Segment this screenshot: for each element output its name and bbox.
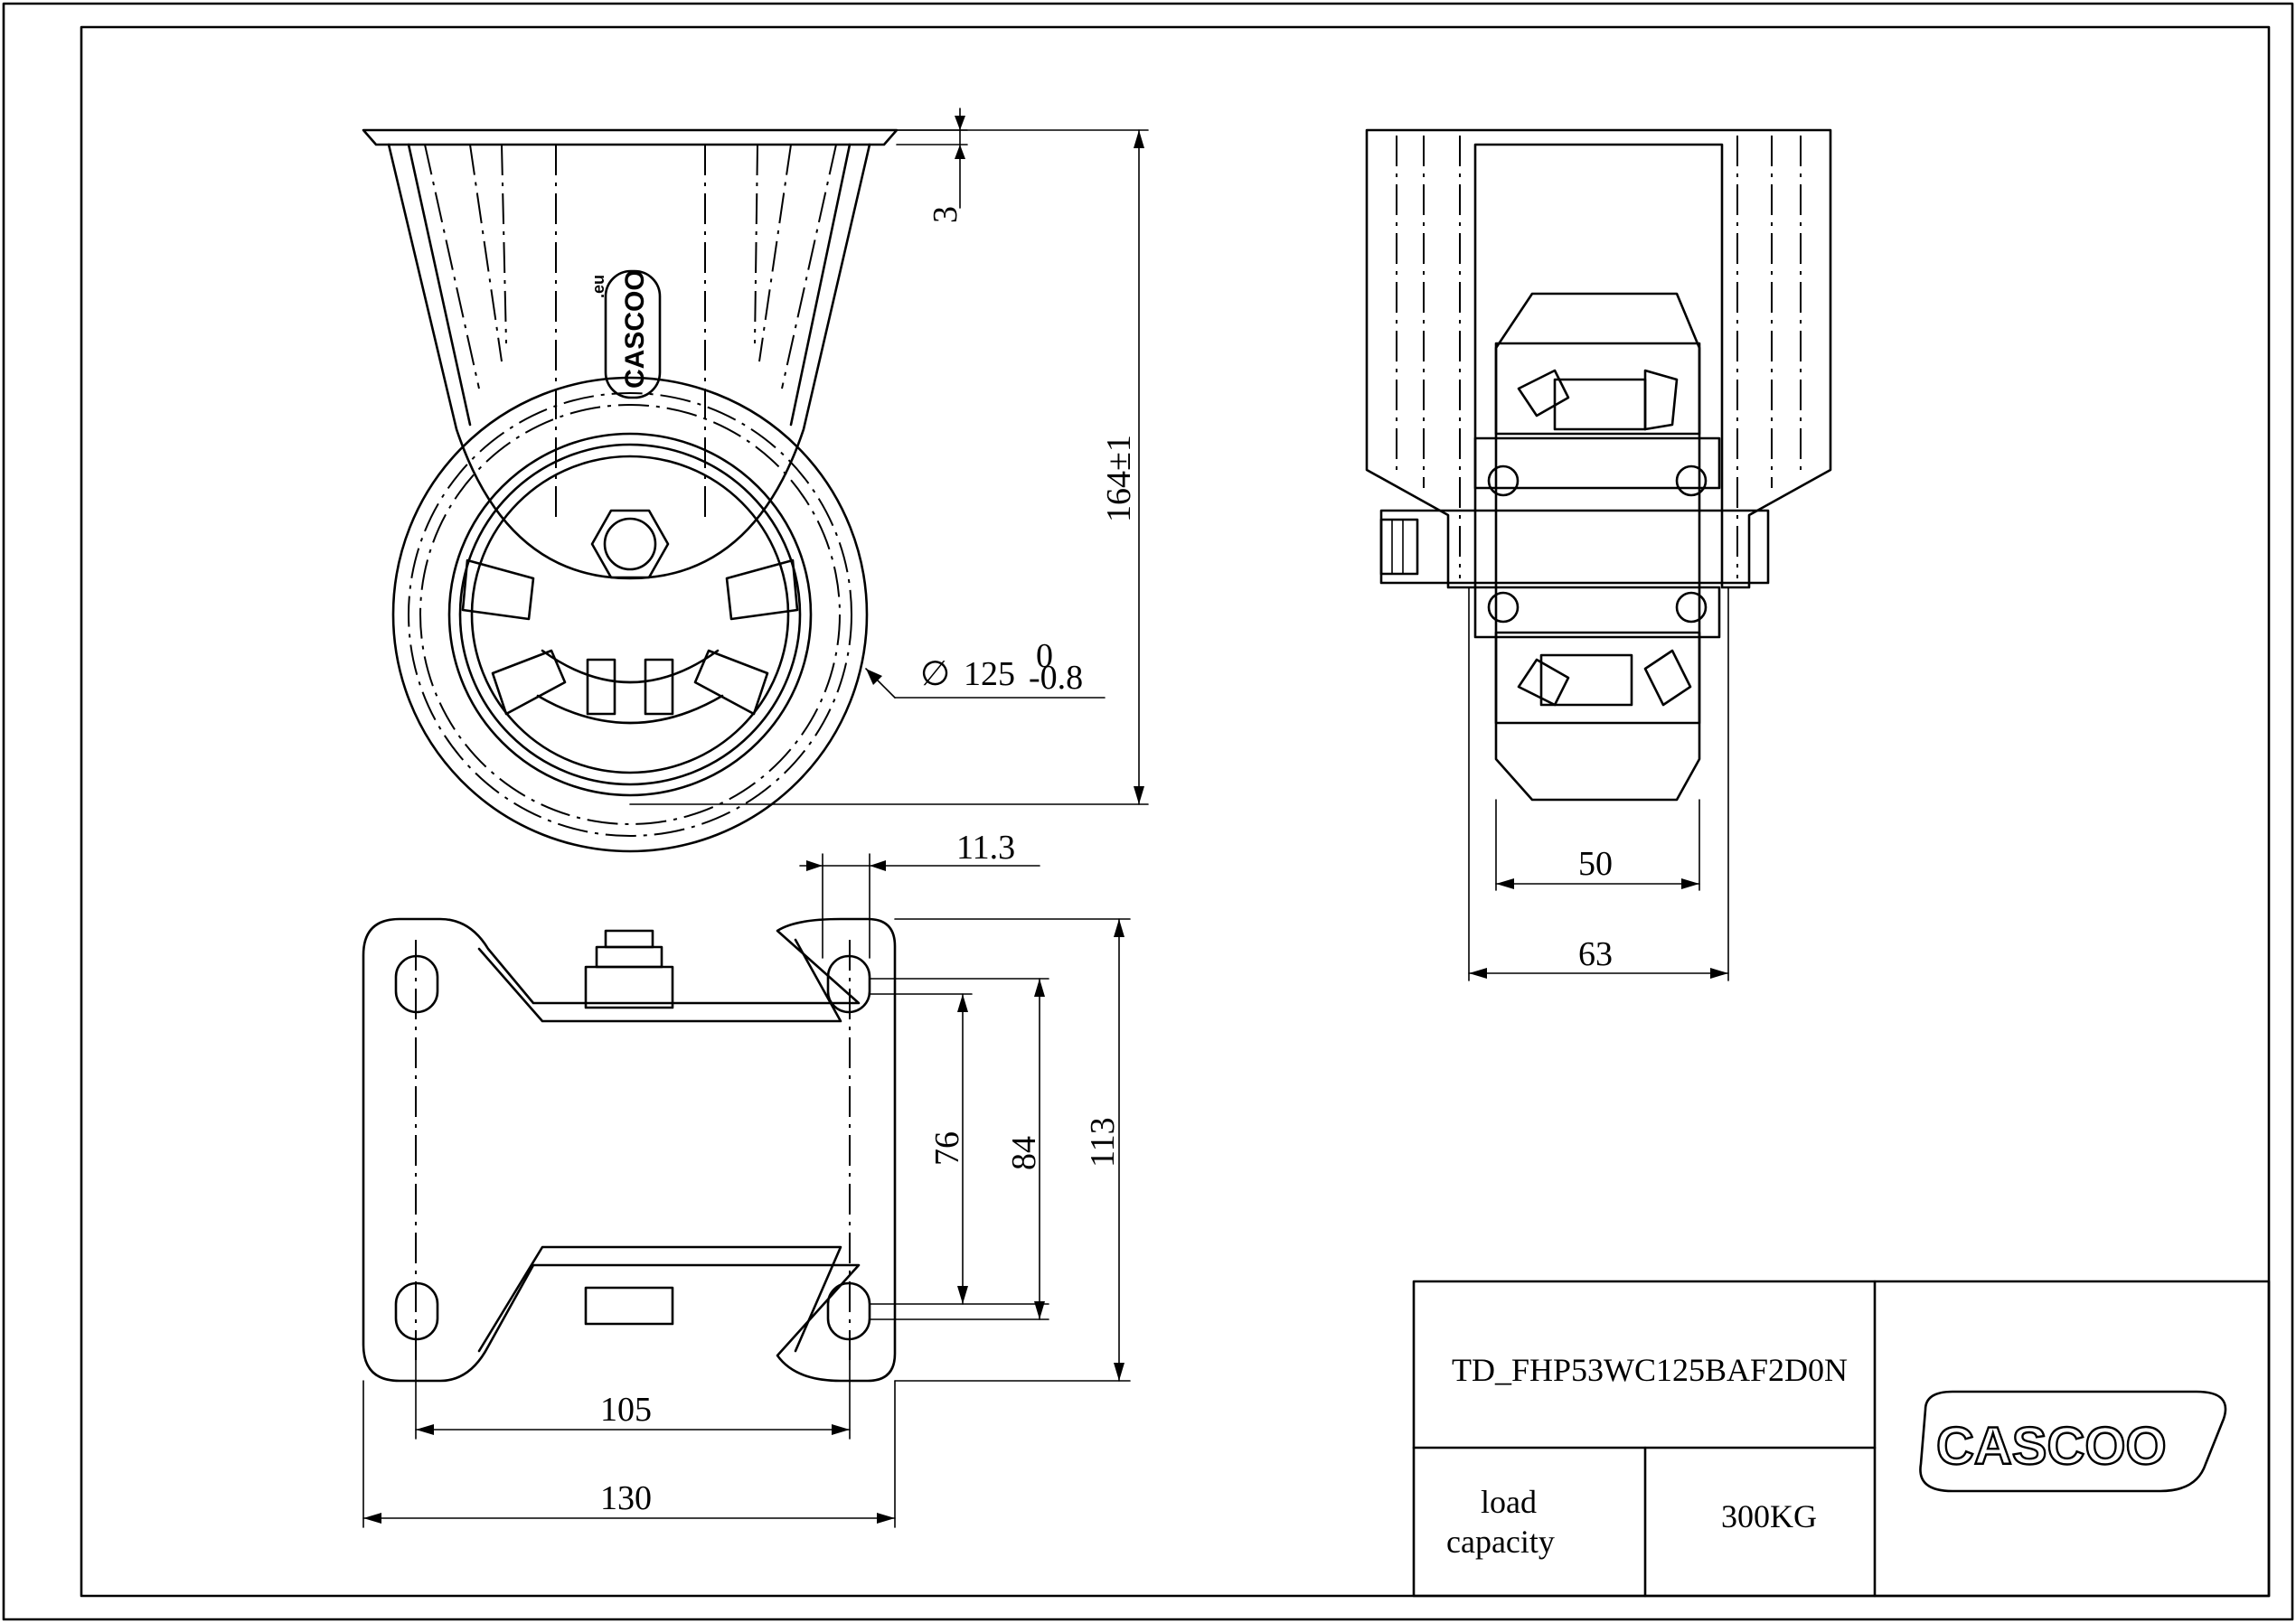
top-view-dimensions: 11.3 76 84 113 105 130 (362, 829, 1131, 1528)
brand-logo: CASCOO (1919, 1390, 2227, 1493)
hub-logo: CASCOO .eu (589, 269, 662, 399)
axle (1379, 509, 1770, 585)
dim-hole-spacing-inner: 76 (928, 1131, 966, 1166)
dim-tread-width: 50 (1578, 845, 1613, 883)
load-label-line1: load (1481, 1484, 1537, 1520)
dim-hole-slot: 11.3 (956, 829, 1015, 867)
part-number: TD_FHP53WC125BAF2D0N (1452, 1352, 1848, 1388)
hub-logo-text: CASCOO (620, 269, 650, 389)
load-label-line2: capacity (1446, 1524, 1555, 1560)
dim-hole-spacing-width: 105 (600, 1391, 652, 1429)
axle-nut (590, 509, 670, 579)
wheel-outer (391, 376, 869, 853)
dim-wheel-tol-upper: 0 (1036, 637, 1053, 675)
load-value: 300KG (1721, 1498, 1817, 1534)
dim-plate-thickness: 3 (927, 206, 965, 223)
dim-bracket-width: 63 (1578, 935, 1613, 973)
dim-wheel-diameter-symbol: ∅ (920, 655, 950, 693)
inner-frame (80, 25, 2271, 1598)
side-view-dimensions: 3 164±1 ∅ 125 0 -0.8 (629, 108, 1149, 805)
dim-hole-spacing-outer: 84 (1005, 1136, 1043, 1170)
dim-wheel-diameter: 125 (964, 655, 1015, 693)
title-block: TD_FHP53WC125BAF2D0N load capacity 300KG… (1412, 1280, 2271, 1598)
dim-plate-length: 113 (1084, 1117, 1122, 1168)
front-view (1365, 128, 1832, 802)
dim-overall-height: 164±1 (1100, 435, 1138, 522)
side-view: CASCOO .eu (362, 128, 899, 853)
dim-plate-width: 130 (600, 1479, 652, 1517)
front-view-dimensions: 50 63 (1468, 586, 1729, 981)
brand-logo-text: CASCOO (1936, 1417, 2167, 1476)
dim-wheel-tol-lower: -0.8 (1029, 659, 1083, 697)
top-view (362, 917, 897, 1383)
hub-logo-suffix: .eu (589, 275, 607, 298)
